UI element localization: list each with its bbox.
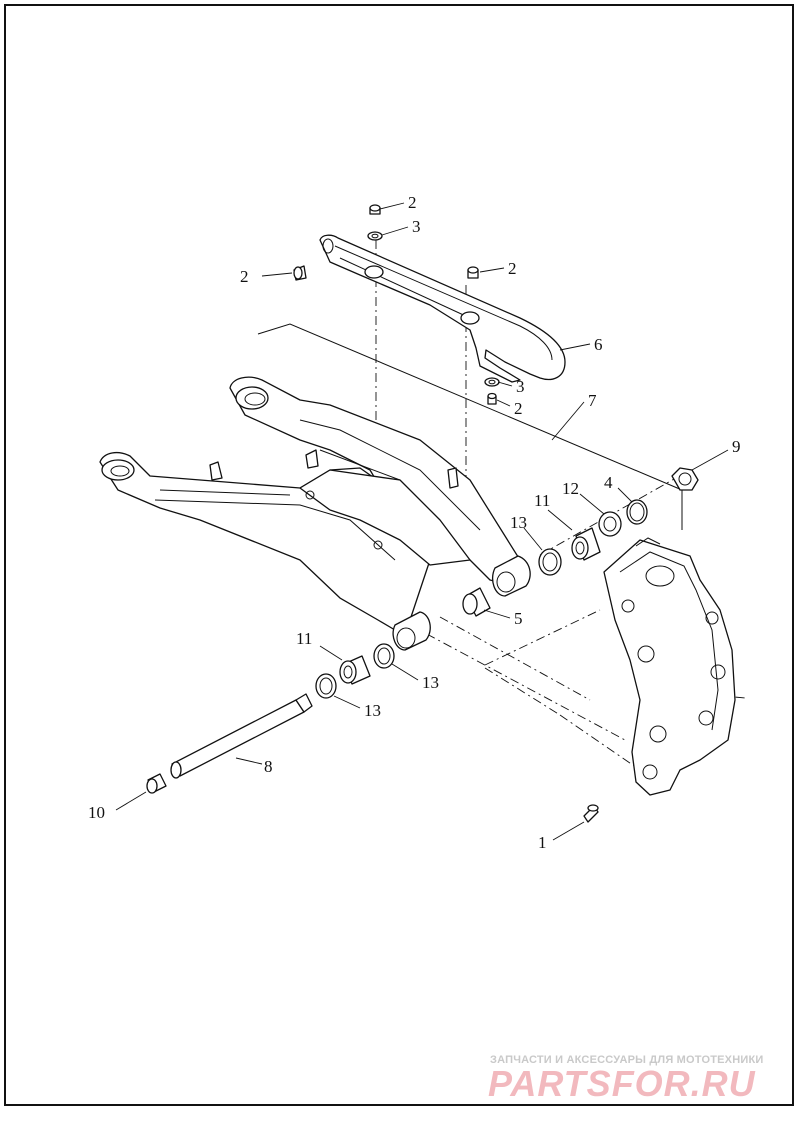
retaining-ring bbox=[626, 499, 648, 525]
swingarm-bracket-line bbox=[257, 323, 683, 530]
callout-2-bottom: 2 bbox=[514, 399, 523, 418]
diagram-frame bbox=[4, 4, 794, 1106]
watermark-logo: PARTSFOR.RU bbox=[488, 1063, 756, 1104]
callout-3-bottom: 3 bbox=[516, 377, 525, 396]
screw-2-right bbox=[467, 266, 479, 279]
bearing-12 bbox=[598, 511, 622, 537]
screw-2-bottom bbox=[487, 392, 497, 405]
pivot-shaft bbox=[170, 693, 313, 779]
callout-3-top: 3 bbox=[412, 217, 421, 236]
washer-3-top bbox=[367, 231, 383, 241]
callout-7: 7 bbox=[588, 391, 597, 410]
callout-4: 4 bbox=[604, 473, 613, 492]
callout-8: 8 bbox=[264, 757, 273, 776]
seal-13-left bbox=[315, 673, 337, 699]
callout-1: 1 bbox=[538, 833, 547, 852]
callout-6: 6 bbox=[594, 335, 603, 354]
callout-9: 9 bbox=[732, 437, 741, 456]
callout-13-right: 13 bbox=[510, 513, 527, 532]
washer-3-bottom bbox=[484, 377, 500, 387]
swingarm bbox=[99, 376, 531, 651]
callout-10: 10 bbox=[88, 803, 105, 822]
watermark-tagline: ЗАПЧАСТИ И АКСЕССУАРЫ ДЛЯ МОТОТЕХНИКИ bbox=[490, 1054, 764, 1066]
spacer-5 bbox=[462, 587, 491, 617]
needle-bearing-11-right bbox=[571, 527, 601, 561]
chain-guard bbox=[319, 234, 566, 383]
callout-13-middle: 13 bbox=[422, 673, 439, 692]
callout-13-left: 13 bbox=[364, 701, 381, 720]
callout-11-left: 11 bbox=[296, 629, 312, 648]
callout-2-right: 2 bbox=[508, 259, 517, 278]
bushing-10 bbox=[146, 773, 167, 794]
leader-lines bbox=[115, 202, 729, 841]
pivot-nut bbox=[671, 467, 699, 491]
screw-2-top bbox=[369, 204, 381, 215]
pivot-bracket bbox=[603, 537, 736, 796]
callout-11-right: 11 bbox=[534, 491, 550, 510]
seal-13-middle bbox=[373, 643, 395, 669]
screw-2-left bbox=[293, 265, 307, 281]
callout-2-left: 2 bbox=[240, 267, 249, 286]
needle-bearing-11-left bbox=[339, 655, 371, 685]
callout-2-top: 2 bbox=[408, 193, 417, 212]
bolt-1 bbox=[583, 804, 599, 823]
seal-13-right bbox=[538, 548, 562, 576]
callout-12: 12 bbox=[562, 479, 579, 498]
callout-5: 5 bbox=[514, 609, 523, 628]
callout-labels: 2 3 2 2 6 3 2 7 9 4 12 11 13 5 11 13 13 … bbox=[88, 193, 741, 852]
